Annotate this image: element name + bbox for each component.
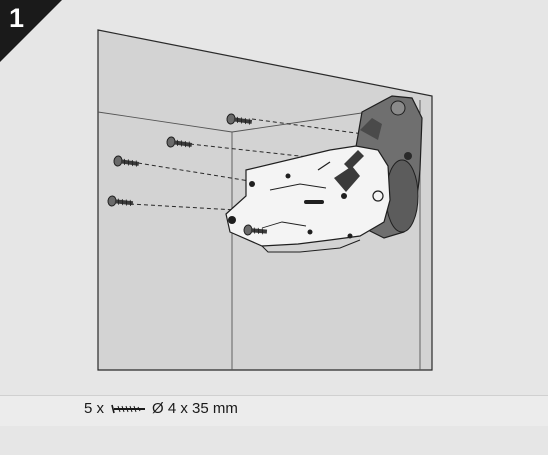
panel-edge-line xyxy=(97,111,233,133)
screw xyxy=(226,113,253,125)
parts-caption: 5 x Ø 4 x 35 mm xyxy=(84,400,238,417)
screw xyxy=(243,224,268,236)
screw-icon xyxy=(110,402,146,416)
screw-spec: Ø 4 x 35 mm xyxy=(152,400,238,417)
screw xyxy=(113,155,140,167)
screw-quantity: 5 x xyxy=(84,400,105,417)
step-badge-shape xyxy=(0,0,62,62)
cabinet-diagram xyxy=(97,29,433,371)
parts-caption-row: 5 x Ø 4 x 35 mm xyxy=(0,395,548,427)
step-number: 1 xyxy=(9,3,25,33)
lift-mechanism xyxy=(225,95,423,253)
step-badge: 1 xyxy=(0,0,62,62)
panel-edge-line xyxy=(231,109,383,133)
assembly-illustration: 1 xyxy=(0,0,433,371)
screw xyxy=(107,195,134,207)
screws xyxy=(107,113,268,236)
screw xyxy=(166,136,193,148)
footer-row xyxy=(0,426,548,455)
